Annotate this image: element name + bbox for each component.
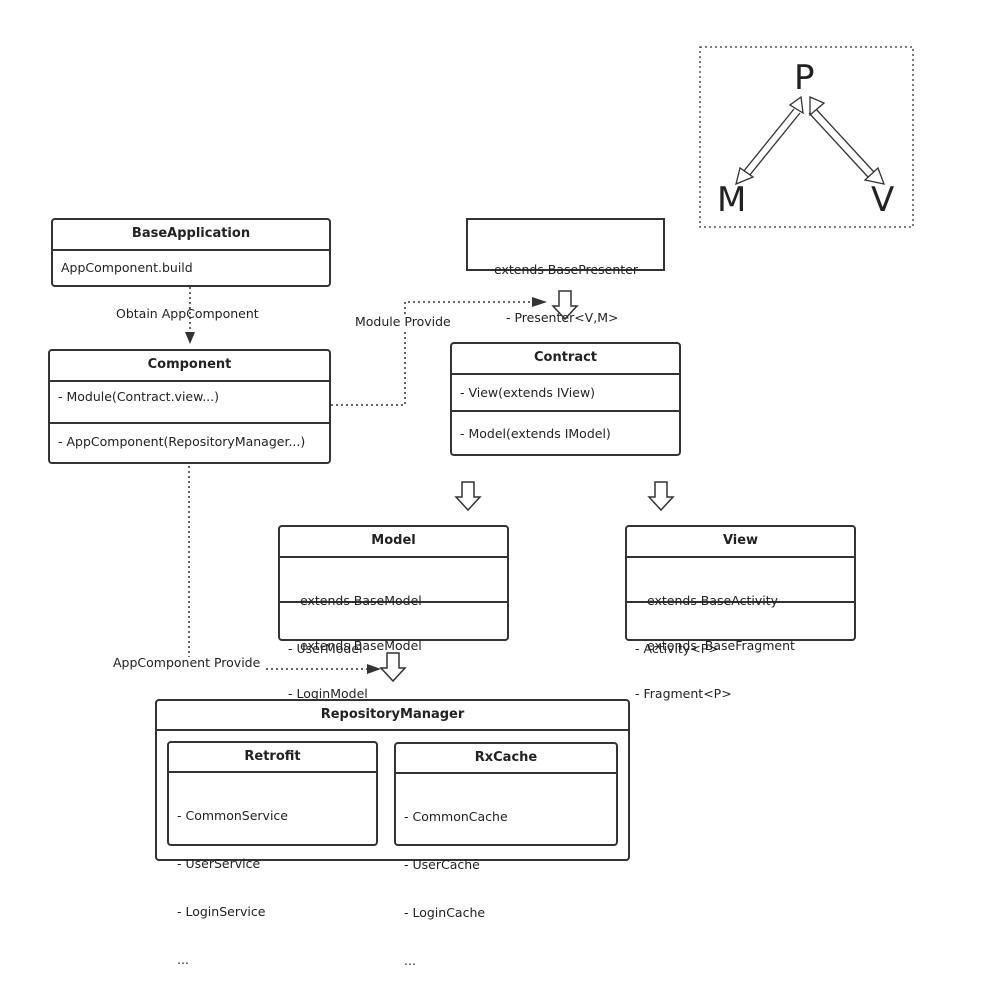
view-section-2: extends BaseFragment - Fragment<P> [627,601,854,734]
model-s2-line1: extends BaseModel [300,638,422,653]
model-title: Model [280,527,507,558]
mvp-frame [699,46,914,228]
list-item: - UserCache [404,857,480,872]
presenter-line1: extends BasePresenter [494,262,638,277]
view-section-1: extends BaseActivity - Activity<P> [627,558,854,656]
connectors [185,46,914,683]
model-s1-line2: - UserModel [288,641,363,656]
module-provide-label: Module Provide [355,314,451,329]
list-item: - UserService [177,856,261,871]
view-title: View [627,527,854,558]
presenter-line2: - Presenter<V,M> [506,310,619,325]
list-item: ... [404,953,416,968]
view-s1-line2: - Activity<P> [635,641,719,656]
list-item: - CommonCache [404,809,508,824]
mvp-p-label: P [794,58,815,98]
down-arrow-icon [551,290,579,321]
contract-box: Contract - View(extends IView) - Model(e… [450,342,681,456]
component-app-component: - AppComponent(RepositoryManager...) [50,422,329,450]
view-s2-line1: extends BaseFragment [647,638,795,653]
list-item: - LoginCache [404,905,486,920]
contract-view: - View(extends IView) [460,385,596,400]
base-application-box: BaseApplication AppComponent.build [51,218,331,287]
rxcache-box: RxCache - CommonCache - UserCache - Logi… [394,742,618,968]
rxcache-list: - CommonCache - UserCache - LoginCache .… [396,774,616,1001]
module-provide-connector [331,301,534,406]
app-component-provide-label: AppComponent Provide [113,655,261,670]
component-module: - Module(Contract.view...) [58,389,219,404]
model-section-2: extends BaseModel - LoginModel [280,601,507,734]
module-provide-arrowhead [532,297,547,307]
base-application-line: AppComponent.build [61,260,193,275]
list-item: - CommonService [177,808,288,823]
component-title: Component [50,351,329,382]
view-s2-line2: - Fragment<P> [635,686,732,701]
retrofit-box: Retrofit - CommonService - UserService -… [167,741,378,967]
rxcache-title: RxCache [396,744,616,774]
contract-model: - Model(extends IModel) [452,410,679,442]
down-arrow-icon [454,481,482,512]
list-item: ... [177,952,189,967]
model-section-1: extends BaseModel - UserModel [280,558,507,656]
down-arrow-icon [379,652,407,683]
app-provide-arrowhead [367,664,381,674]
mvp-v-label: V [871,180,895,220]
down-arrow-icon [647,481,675,512]
view-box: View extends BaseActivity - Activity<P> … [625,525,856,701]
retrofit-title: Retrofit [169,743,376,773]
model-s2-line2: - LoginModel [288,686,368,701]
mvp-arrow-p-m [735,95,804,186]
presenter-box: extends BasePresenter - Presenter<V,M> [466,218,665,325]
base-application-title: BaseApplication [53,220,329,251]
mvp-m-label: M [717,180,747,220]
mvp-arrow-p-v [808,96,886,185]
model-box: Model extends BaseModel - UserModel exte… [278,525,509,701]
contract-title: Contract [452,344,679,375]
obtain-arrowhead [185,332,195,344]
list-item: - LoginService [177,904,266,919]
retrofit-list: - CommonService - UserService - LoginSer… [169,773,376,1000]
obtain-label: Obtain AppComponent [116,306,259,321]
component-box: Component - Module(Contract.view...) - A… [48,349,331,464]
view-s1-line1: extends BaseActivity [647,593,778,608]
repository-manager-title: RepositoryManager [157,701,628,731]
model-s1-line1: extends BaseModel [300,593,422,608]
